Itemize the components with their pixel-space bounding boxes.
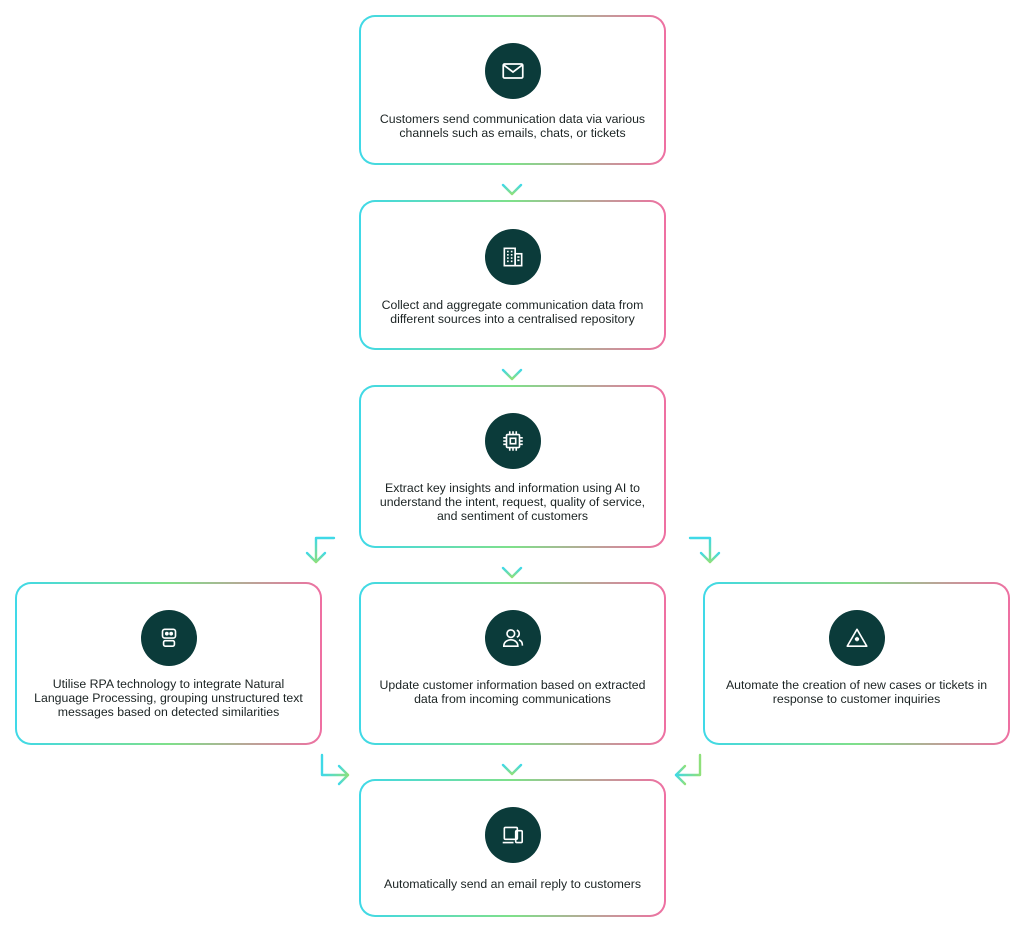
- step-4c-text: Automate the creation of new cases or ti…: [725, 678, 988, 706]
- step-5-card: Automatically send an email reply to cus…: [359, 779, 666, 917]
- step-1-text: Customers send communication data via va…: [379, 112, 646, 140]
- mail-icon: [485, 43, 541, 99]
- step-4a-card: Utilise RPA technology to integrate Natu…: [15, 582, 322, 745]
- users-icon: [485, 610, 541, 666]
- arrow-step2-to-step3: [501, 353, 523, 381]
- step-4b-text: Update customer information based on ext…: [379, 678, 646, 706]
- arrow-step3-to-step4b: [501, 551, 523, 579]
- devices-icon: [485, 807, 541, 863]
- robot-icon: [141, 610, 197, 666]
- step-4a-text: Utilise RPA technology to integrate Natu…: [34, 677, 303, 719]
- step-4b-card: Update customer information based on ext…: [359, 582, 666, 745]
- step-3-text: Extract key insights and information usi…: [379, 481, 646, 523]
- cpu-chip-icon: [485, 413, 541, 469]
- arrow-step1-to-step2: [501, 168, 523, 196]
- warning-triangle-icon: [829, 610, 885, 666]
- step-1-card: Customers send communication data via va…: [359, 15, 666, 165]
- arrow-step3-to-step4c: [688, 536, 721, 564]
- arrow-step4b-to-step5: [501, 748, 523, 776]
- step-3-card: Extract key insights and information usi…: [359, 385, 666, 548]
- step-4c-card: Automate the creation of new cases or ti…: [703, 582, 1010, 745]
- building-icon: [485, 229, 541, 285]
- step-2-text: Collect and aggregate communication data…: [381, 298, 644, 326]
- step-2-card: Collect and aggregate communication data…: [359, 200, 666, 350]
- arrow-step3-to-step4a: [305, 536, 336, 564]
- arrow-step4c-to-step5: [674, 753, 702, 786]
- step-5-text: Automatically send an email reply to cus…: [384, 877, 641, 891]
- arrow-step4a-to-step5: [320, 753, 350, 786]
